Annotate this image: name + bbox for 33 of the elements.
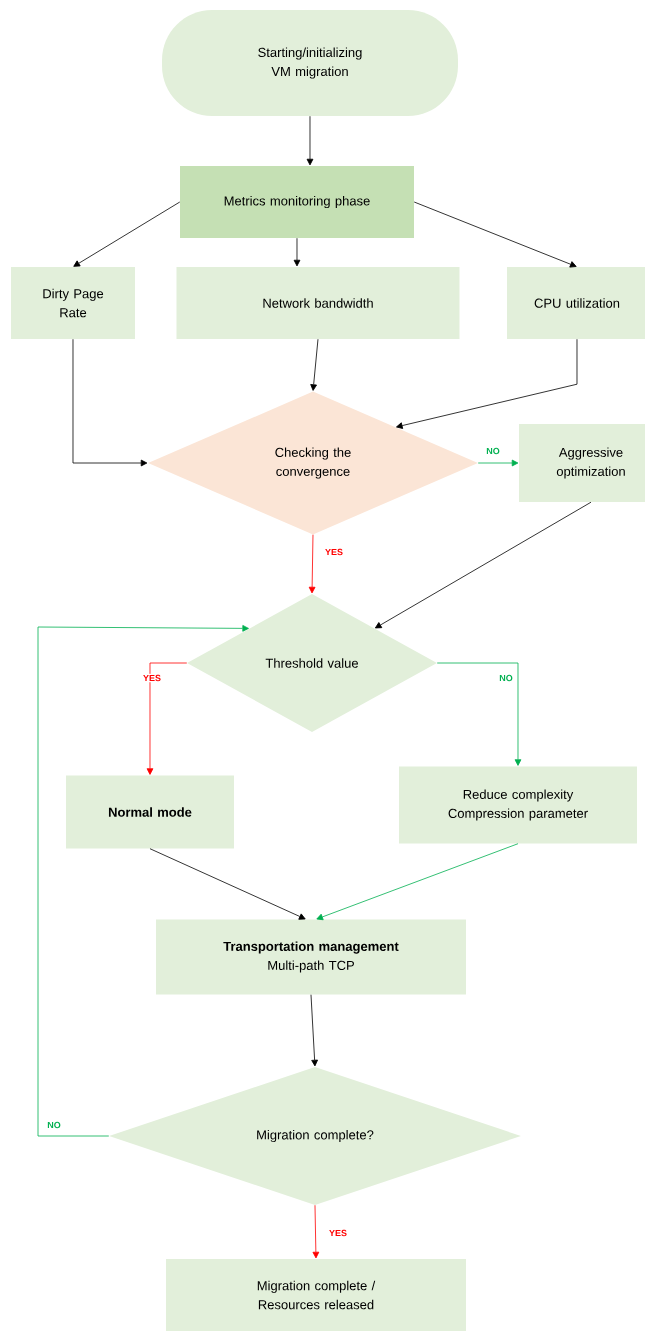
arrow (73, 201, 181, 267)
arrow (308, 534, 316, 594)
arrow (312, 1204, 320, 1259)
arrow (413, 201, 577, 268)
edge-label: YES (142, 673, 162, 683)
edge-label: NO (498, 673, 514, 683)
arrow (72, 338, 148, 467)
process-box: CPU utilization (507, 267, 645, 339)
edge-label: YES (324, 547, 344, 557)
arrow (310, 338, 319, 391)
process-box: Aggressive optimization (519, 424, 645, 502)
arrow (477, 459, 519, 467)
end-box: Migration complete / Resources released (166, 1259, 466, 1331)
arrow (149, 848, 306, 920)
arrow (436, 662, 522, 766)
arrow (374, 501, 592, 629)
process-box: Transportation management Multi-path TCP (156, 919, 466, 995)
process-box: Normal mode (66, 775, 234, 849)
arrow (146, 662, 188, 775)
arrow (316, 843, 519, 921)
arrow (310, 994, 318, 1067)
arrow (37, 625, 249, 1137)
process-box: Metrics monitoring phase (180, 166, 414, 238)
start-terminal: Starting/initializing VM migration (162, 10, 458, 116)
edge-label: NO (485, 446, 501, 456)
process-box: Reduce complexity Compression parameter (399, 766, 637, 844)
arrow (306, 115, 314, 166)
edge-label: YES (328, 1228, 348, 1238)
edge-label: NO (46, 1120, 62, 1130)
arrow (396, 338, 578, 429)
process-box: Network bandwidth (176, 267, 460, 339)
process-box: Dirty Page Rate (11, 267, 135, 339)
arrow (293, 237, 301, 267)
